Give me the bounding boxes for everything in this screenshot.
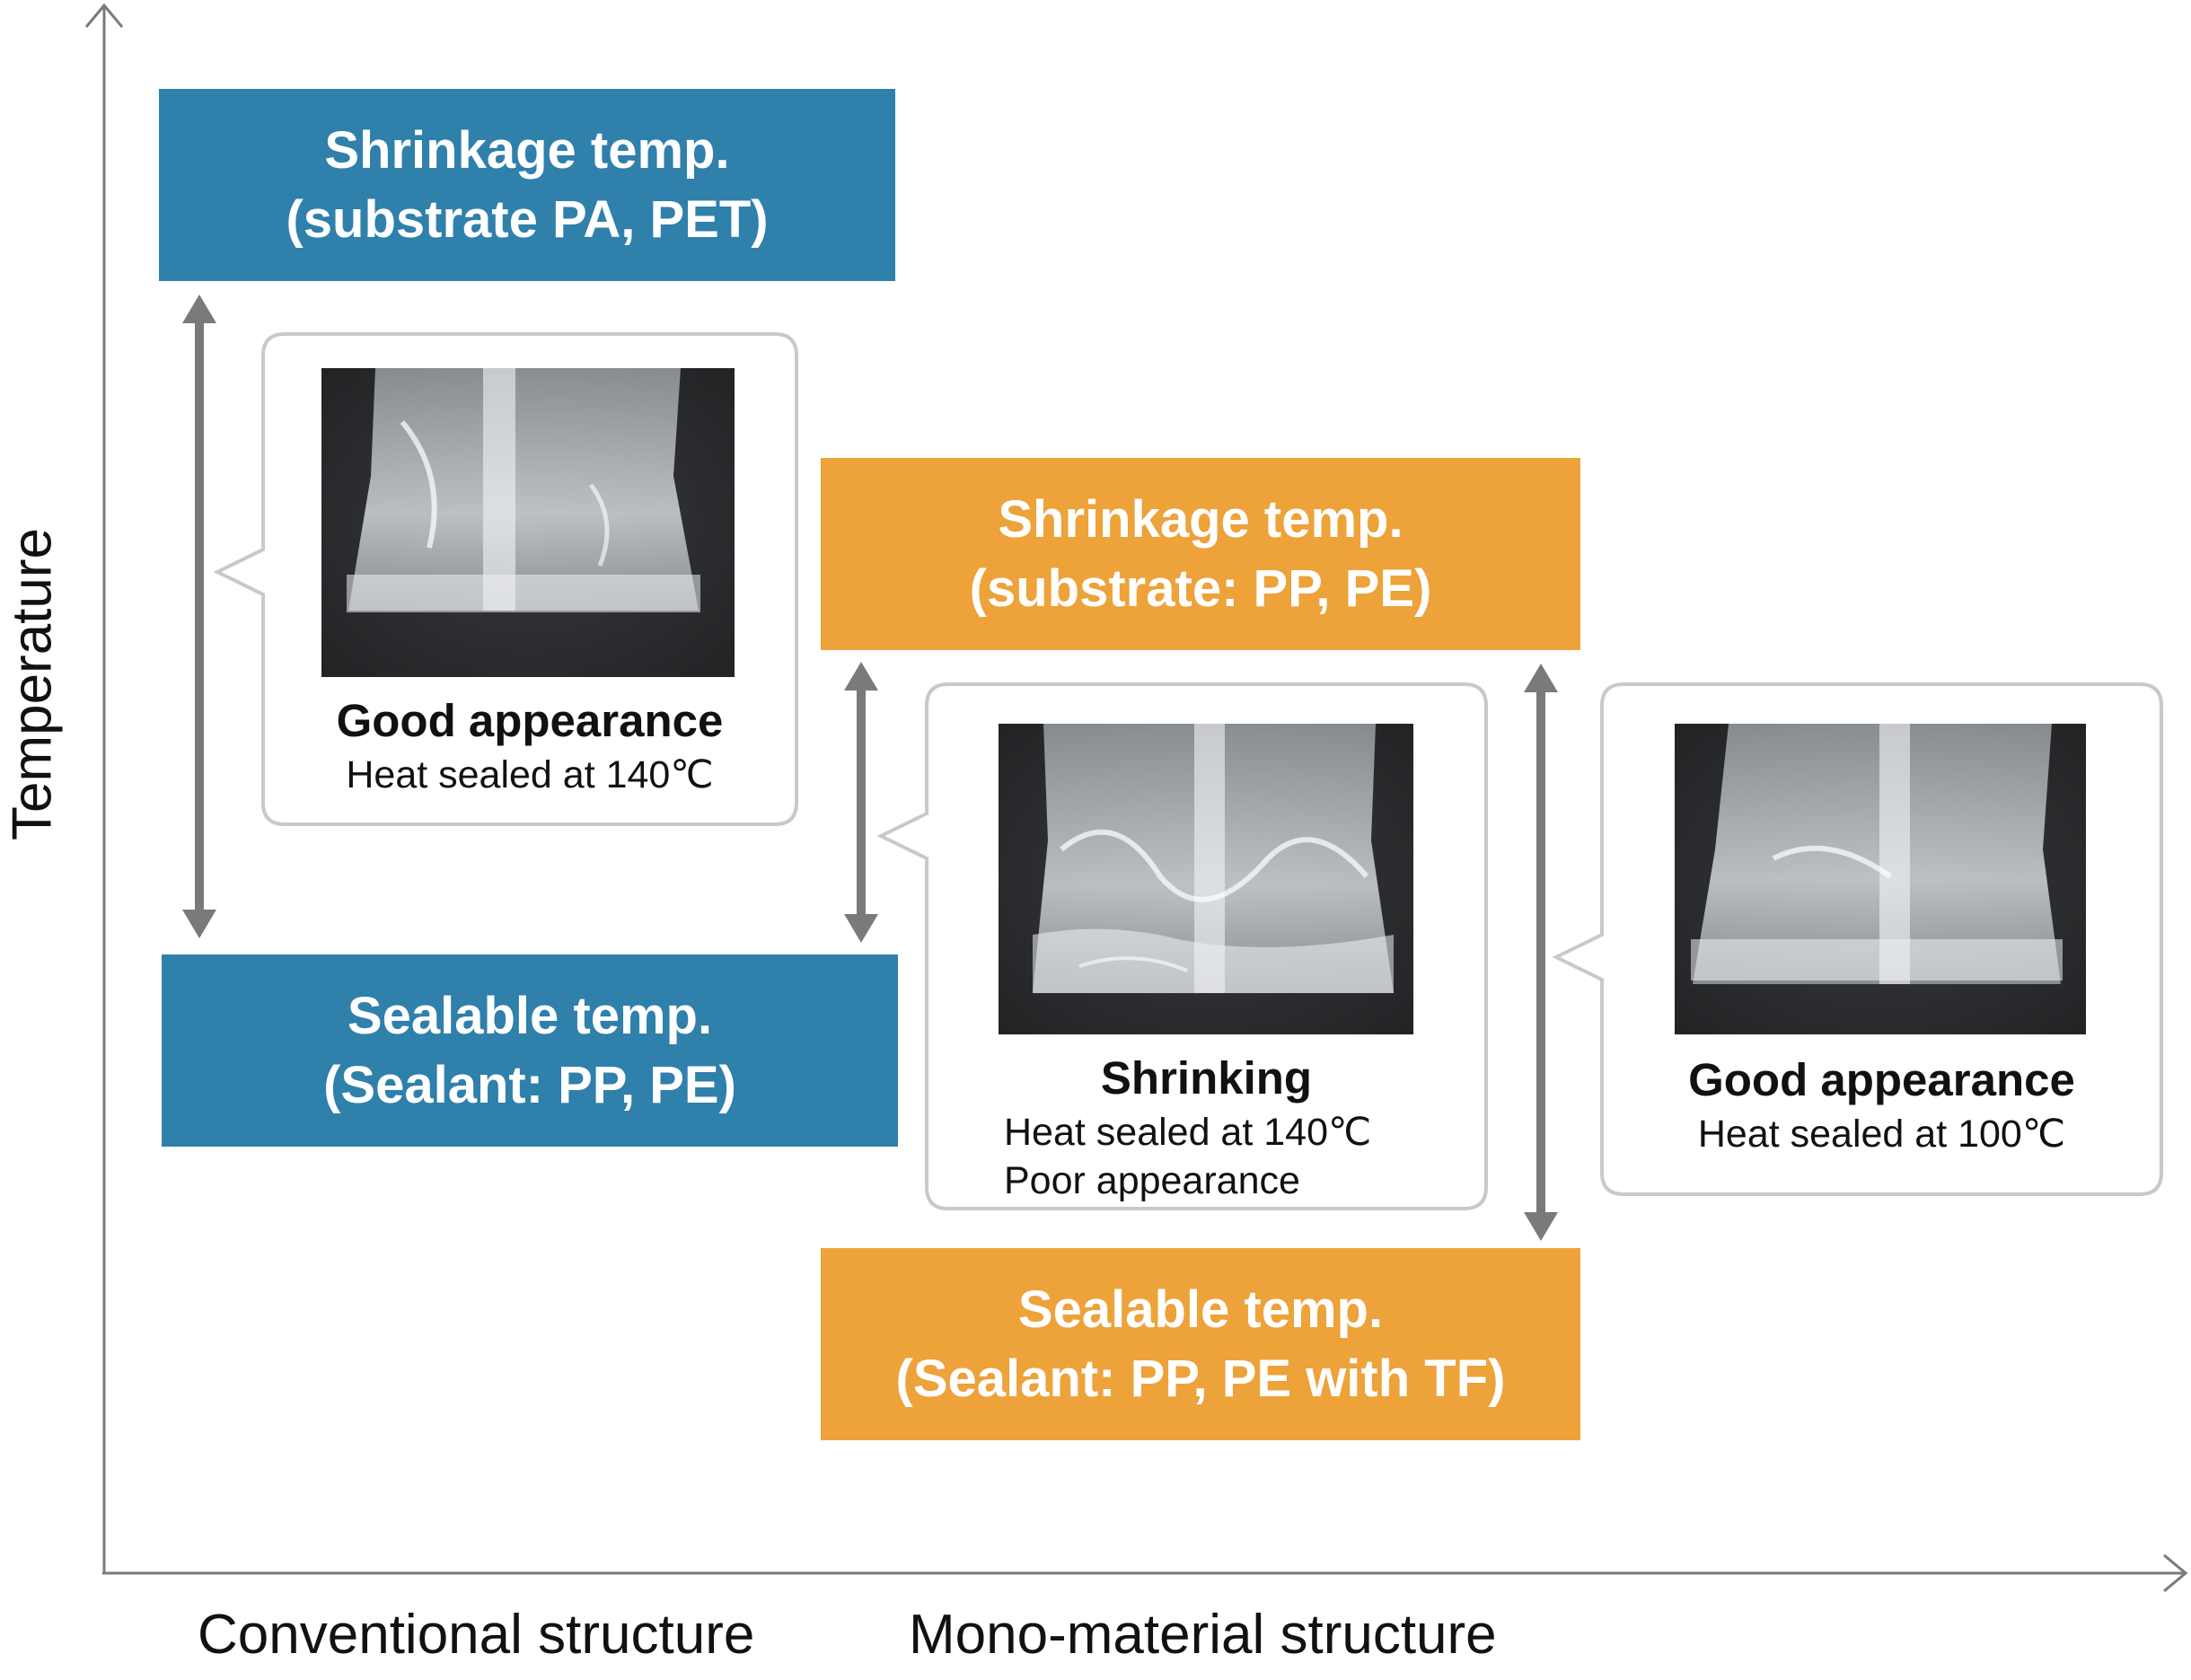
box-line: (substrate PA, PET): [286, 190, 769, 249]
callout-text-good: Good appearance Heat sealed at 100℃: [1602, 1051, 2161, 1158]
callout-title: Good appearance: [1688, 1054, 2075, 1105]
x-axis-label-mono-material: Mono-material structure: [909, 1604, 1497, 1666]
box-line: (Sealant: PP, PE): [323, 1056, 736, 1114]
mono-sealable-temp-box: Sealable temp. (Sealant: PP, PE with TF): [821, 1248, 1580, 1440]
mono-material-range-arrow: [1524, 664, 1558, 1241]
conventional-range-arrow: [182, 295, 216, 938]
callout-text-shrinking: Shrinking Heat sealed at 140℃ Poor appea…: [927, 1049, 1486, 1205]
box-line: Shrinkage temp.: [998, 490, 1403, 549]
box-line: (substrate: PP, PE): [969, 559, 1432, 618]
conventional-sealable-temp-box: Sealable temp. (Sealant: PP, PE): [162, 954, 898, 1147]
callout-detail: Heat sealed at 140℃: [346, 753, 714, 796]
bag-photo-icon: [999, 724, 1413, 1034]
callout-detail: Heat sealed at 100℃: [1697, 1113, 2066, 1156]
callout-text-conventional: Good appearance Heat sealed at 140℃: [263, 691, 796, 799]
y-axis-label: Temperature: [1, 527, 64, 841]
bag-photo-icon: [1675, 724, 2086, 1034]
mono-shrinking-range-arrow: [844, 662, 878, 943]
callout-detail: Poor appearance: [1004, 1159, 1300, 1202]
box-line: Shrinkage temp.: [324, 121, 730, 180]
callout-title: Shrinking: [1100, 1052, 1313, 1104]
x-axis-label-conventional: Conventional structure: [198, 1604, 755, 1666]
bag-photo-icon: [321, 368, 735, 677]
y-axis: [84, 3, 124, 1573]
box-line: Sealable temp.: [1017, 1280, 1384, 1339]
x-axis: [102, 1553, 2188, 1593]
callout-title: Good appearance: [336, 695, 724, 746]
mono-shrinkage-temp-box: Shrinkage temp. (substrate: PP, PE): [821, 458, 1580, 650]
callout-detail: Heat sealed at 140℃: [1004, 1111, 1372, 1154]
box-line: (Sealant: PP, PE with TF): [895, 1350, 1506, 1408]
conventional-shrinkage-temp-box: Shrinkage temp. (substrate PA, PET): [159, 89, 895, 281]
box-line: Sealable temp.: [347, 987, 713, 1045]
